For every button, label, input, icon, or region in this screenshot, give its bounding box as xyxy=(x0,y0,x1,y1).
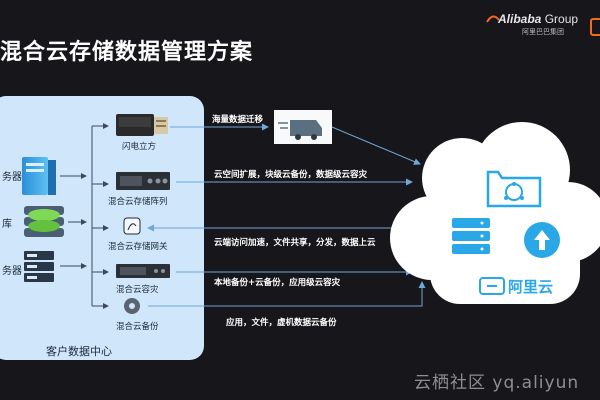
lightning-cube-device-icon xyxy=(116,114,168,136)
flow-label-vm-backup: 应用，文件，虚机数据云备份 xyxy=(226,318,337,328)
logo-group: Group xyxy=(544,12,579,26)
flow-label-access-acceleration: 云端访问加速，文件共享，分发，数据上云 xyxy=(214,238,376,248)
server-label-2: 务器 xyxy=(2,266,22,277)
database-label: 库 xyxy=(2,219,12,230)
page-title: 混合云存储数据管理方案 xyxy=(0,40,254,65)
alibaba-logo: Alibaba Group 阿里巴巴集团 xyxy=(486,12,582,40)
alibaba-swoosh-icon xyxy=(486,15,500,23)
datacenter-label: 客户数据中心 xyxy=(46,345,112,358)
device-label-lightning-cube: 闪电立方 xyxy=(122,142,157,152)
device-label-disaster-recovery: 混合云容灾 xyxy=(116,285,159,295)
logo-subtitle: 阿里巴巴集团 xyxy=(522,28,564,36)
device-label-storage-gateway: 混合云存储网关 xyxy=(108,242,168,252)
aliyun-bracket-icon xyxy=(479,277,505,295)
database-icon xyxy=(24,206,64,237)
flow-label-migration: 海量数据迁移 xyxy=(212,115,264,125)
server-label-1: 务器 xyxy=(2,172,22,183)
rack-server-icon xyxy=(24,251,54,282)
disaster-recovery-server-icon xyxy=(116,264,170,278)
flow-label-local-backup: 本地备份+云备份，应用级云容灾 xyxy=(214,278,341,288)
server-tower-icon xyxy=(22,157,56,195)
storage-array-icon xyxy=(116,172,170,190)
watermark: 云栖社区 yq.aliyun xyxy=(414,373,580,393)
flow-label-space-expansion: 云空间扩展，块级云备份，数据级云容灾 xyxy=(214,170,368,180)
logo-name: Alibaba xyxy=(498,12,542,26)
cloud-provider-name: 阿里云 xyxy=(508,278,554,296)
truck-icon xyxy=(274,110,332,144)
device-label-storage-array: 混合云存储阵列 xyxy=(108,197,168,207)
device-label-cloud-backup: 混合云备份 xyxy=(116,322,159,332)
cloud-backup-gear-icon xyxy=(124,298,140,314)
cloud-folder-share-icon xyxy=(486,170,542,208)
alibaba-cloud-shape xyxy=(390,122,600,304)
cloud-upload-icon xyxy=(524,222,560,258)
corner-bracket-icon xyxy=(590,18,600,36)
storage-gateway-icon xyxy=(123,217,141,235)
cloud-storage-stack-icon xyxy=(452,218,490,254)
